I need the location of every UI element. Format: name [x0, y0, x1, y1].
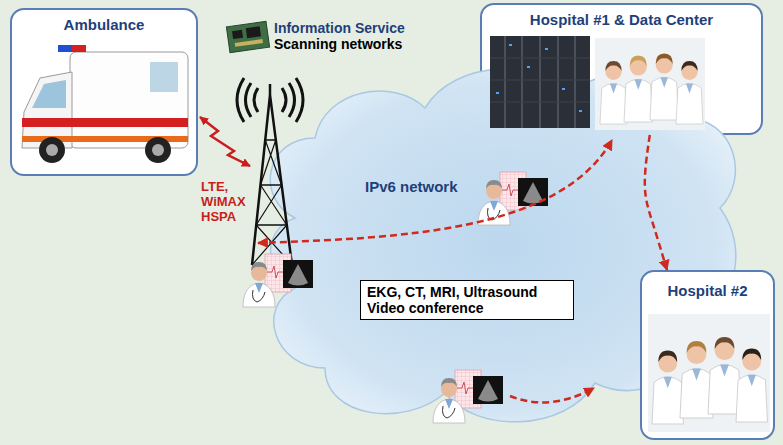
node-title: IPv6 network — [365, 178, 458, 195]
van-window — [150, 62, 178, 92]
tower-legs — [252, 95, 292, 265]
server-racks — [490, 36, 590, 128]
node-title: Hospital #2 — [667, 282, 747, 299]
staff-figure — [676, 61, 703, 124]
photo-ground — [648, 314, 770, 432]
node-title: Ambulance — [64, 16, 145, 33]
van-wheel — [145, 137, 171, 163]
van-light — [72, 45, 86, 52]
rack-leds — [496, 44, 582, 112]
staff-figure — [600, 61, 627, 124]
van-stripe — [22, 136, 188, 142]
label-holder: LTE, WiMAX HSPA — [201, 180, 255, 225]
tower-braces — [252, 140, 292, 265]
van-stripe — [22, 118, 188, 127]
van-windshield — [32, 80, 66, 108]
node-subtitle: Scanning networks — [274, 36, 402, 52]
staff-figure — [680, 341, 713, 418]
node-title: Hospital #1 & Data Center — [530, 11, 713, 28]
node-title: Information Service — [274, 20, 405, 36]
connector-strip — [235, 39, 263, 47]
rack — [490, 36, 590, 128]
staff-photo — [648, 314, 770, 432]
data-flow-connector — [645, 135, 667, 270]
staff-figure — [708, 337, 741, 414]
van-body — [70, 52, 188, 148]
hospital-box: Hospital #2 — [640, 270, 775, 440]
wireless-standards: LTE, WiMAX HSPA — [201, 180, 255, 225]
rack-lines — [490, 58, 590, 102]
doctor-imaging — [243, 254, 313, 307]
service-label: Information ServiceScanning networks — [274, 20, 414, 56]
van-cab — [22, 72, 72, 148]
tower-braces — [252, 140, 292, 265]
staff-figure — [736, 349, 768, 423]
data-flow — [258, 140, 612, 243]
tower-mast — [269, 84, 272, 95]
chip — [232, 30, 243, 39]
circuit-board — [226, 21, 269, 52]
doctor-imaging — [478, 172, 548, 225]
staff-photo — [595, 38, 705, 130]
photo-ground — [595, 38, 705, 130]
wireless-link — [200, 117, 250, 166]
staff-figure — [650, 54, 679, 121]
doctor-imaging — [433, 370, 503, 423]
chip — [246, 26, 261, 38]
staff-figure — [652, 351, 684, 425]
ambulance-van — [22, 45, 188, 163]
van-hub — [152, 144, 164, 156]
van-hub — [46, 144, 58, 156]
radio-waves — [237, 78, 303, 122]
data-types-box: EKG, CT, MRI, Ultrasound Video conferenc… — [360, 280, 574, 320]
van-light — [58, 45, 72, 52]
board — [226, 21, 269, 52]
data-flow — [510, 388, 594, 402]
vehicle-box: Ambulance — [10, 8, 198, 176]
rack-lines — [505, 36, 575, 128]
staff-figure — [624, 56, 653, 123]
node-title: EKG, CT, MRI, Ultrasound Video conferenc… — [367, 284, 567, 316]
radio-tower — [237, 78, 303, 265]
van-wheel — [39, 137, 65, 163]
